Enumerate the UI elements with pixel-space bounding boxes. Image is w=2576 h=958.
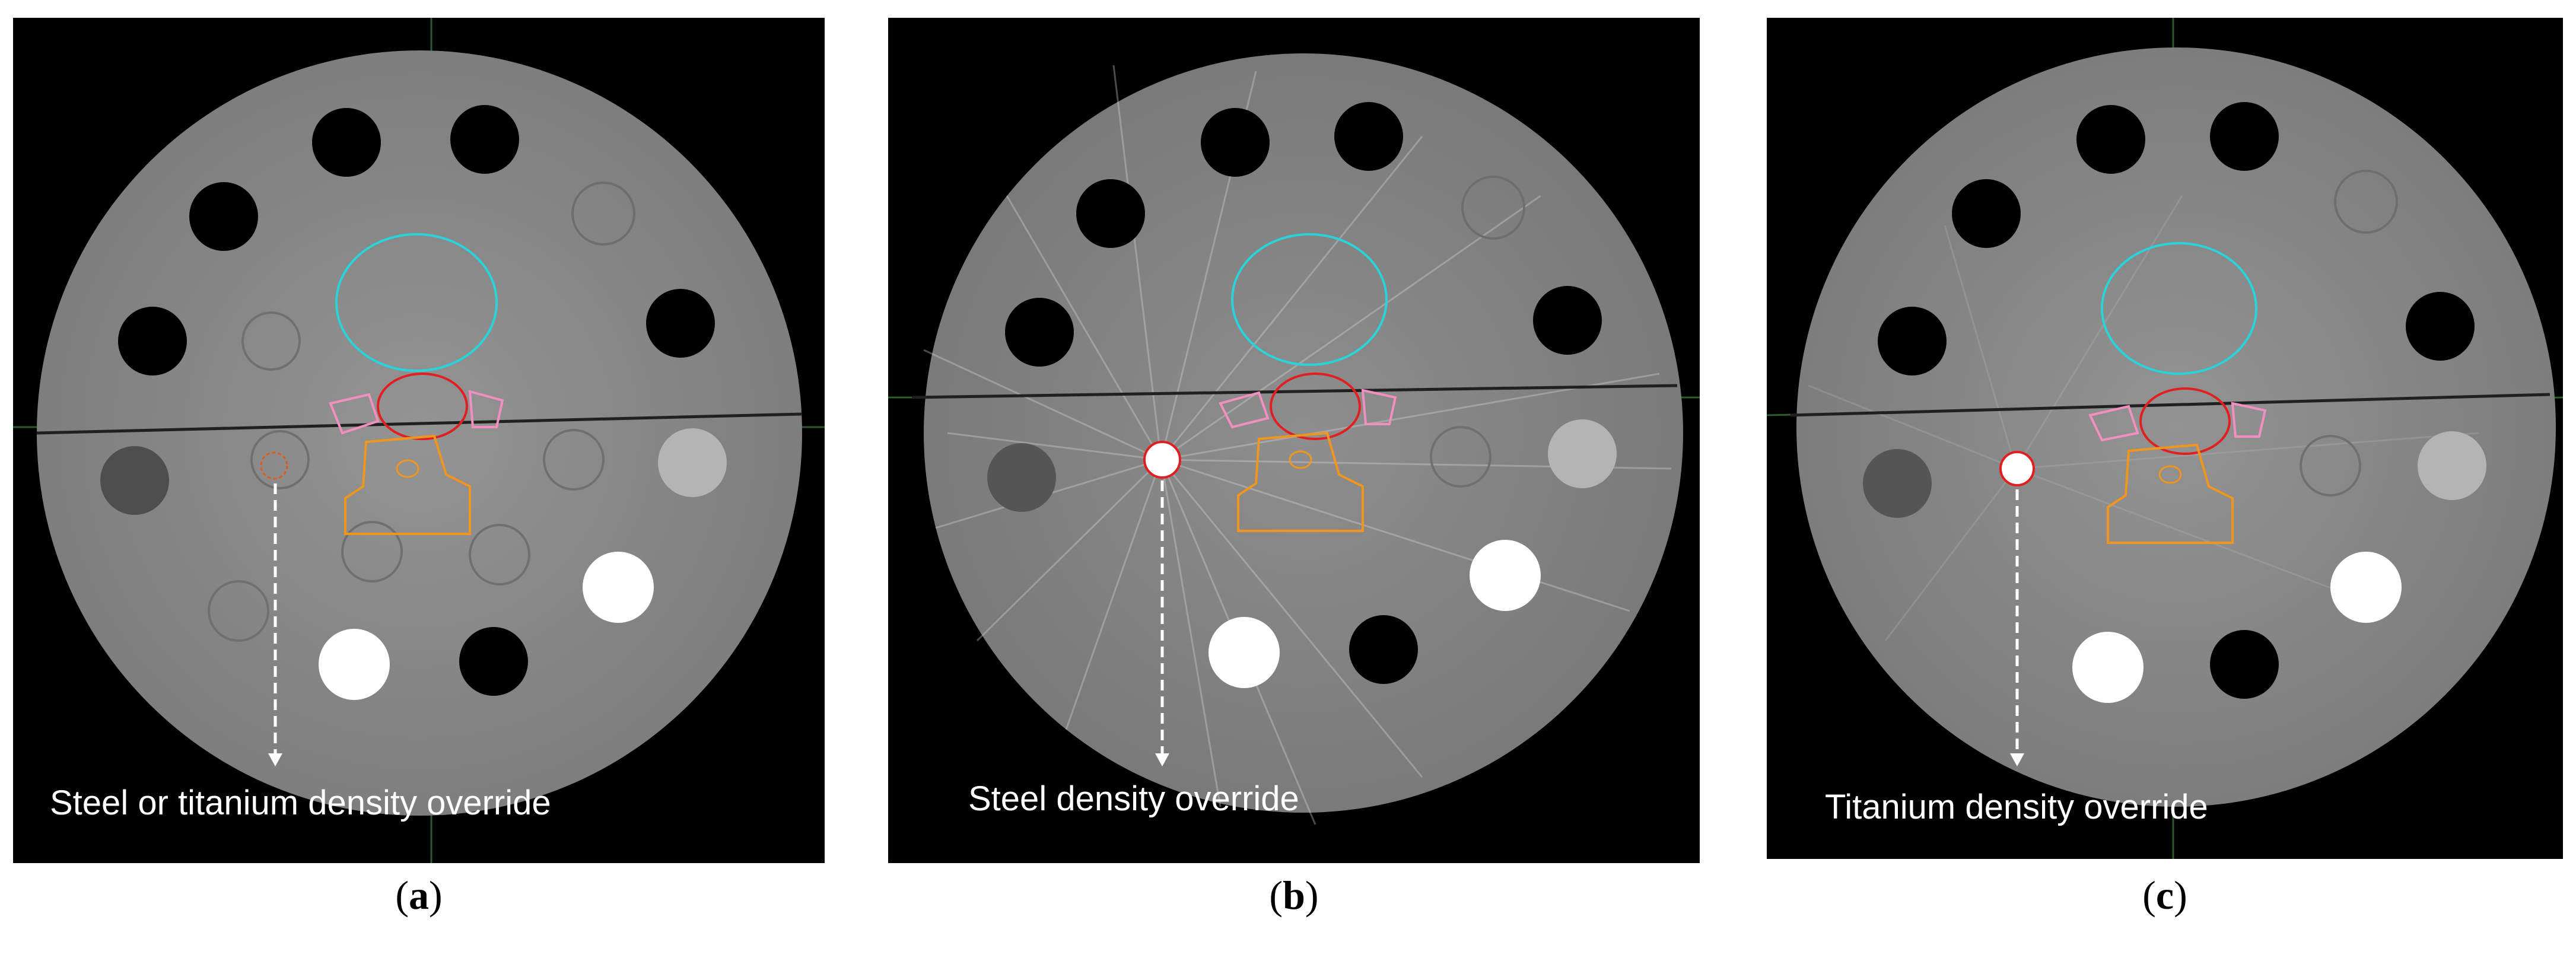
- insert-dark: [1005, 298, 1074, 367]
- ct-image-c: [1767, 18, 2563, 859]
- annotation-label-b: Steel density override: [968, 779, 1299, 818]
- implant-rod: [1143, 441, 1181, 479]
- implant-rod: [1999, 451, 2035, 486]
- insert-dark: [1878, 307, 1947, 375]
- ct-panel-b: Steel density override: [888, 18, 1700, 863]
- contour-pink-right: [1361, 389, 1397, 425]
- ct-panel-a: Steel or titanium density override: [13, 18, 825, 863]
- contour-pink-left: [329, 393, 380, 435]
- contour-orange: [1237, 431, 1364, 532]
- annotation-label-a: Steel or titanium density override: [50, 784, 551, 822]
- insert-bright: [319, 629, 390, 700]
- contour-cyan: [1231, 233, 1388, 366]
- contour-pink-right: [2231, 402, 2267, 438]
- caption-a: (a): [395, 873, 443, 918]
- insert-bright: [2330, 552, 2402, 623]
- insert-faint: [341, 521, 403, 583]
- insert-faint: [208, 580, 269, 642]
- insert-faint: [1430, 426, 1491, 488]
- streak-artifacts: [1808, 195, 2479, 641]
- contour-pink-right: [468, 390, 504, 428]
- insert-faint: [1461, 176, 1525, 240]
- insert-dark: [2076, 105, 2145, 174]
- ct-image-b: [888, 53, 1700, 825]
- annotation-arrowhead: [1155, 753, 1169, 766]
- insert-bright: [583, 552, 654, 623]
- contour-pink-left: [1219, 391, 1270, 429]
- insert-dark: [1349, 615, 1418, 684]
- contour-cyan: [2101, 242, 2257, 375]
- insert-bright: [1470, 540, 1541, 611]
- insert-faint: [2300, 435, 2361, 496]
- table-line: [36, 412, 803, 435]
- insert-bright: [2072, 632, 2144, 703]
- insert-dark: [189, 182, 258, 251]
- insert-low-density: [987, 443, 1056, 512]
- ct-panel-c: Titanium density override: [1767, 18, 2563, 859]
- contour-cyan: [335, 233, 498, 372]
- insert-faint: [2334, 170, 2398, 234]
- insert-dark: [312, 108, 381, 177]
- insert-dark: [1334, 102, 1403, 171]
- contour-orange: [344, 434, 471, 535]
- insert-faint: [469, 524, 530, 585]
- contour-orange-inner: [1289, 450, 1312, 469]
- insert-low-density: [1863, 449, 1932, 518]
- caption-b: (b): [1269, 873, 1319, 918]
- contour-red: [2139, 387, 2231, 455]
- insert-dark: [1076, 179, 1145, 248]
- contour-red: [1270, 373, 1361, 440]
- insert-low-density: [100, 446, 169, 515]
- streak-artifacts: [923, 65, 1672, 825]
- caption-c: (c): [2142, 873, 2187, 918]
- annotation-arrowhead: [2010, 753, 2024, 766]
- insert-mid-density: [2418, 431, 2486, 500]
- insert-dark: [1201, 108, 1270, 177]
- contour-pink-left: [2088, 405, 2139, 442]
- insert-dark: [459, 627, 528, 696]
- implant-contour: [260, 451, 288, 480]
- contour-orange-inner: [396, 459, 419, 478]
- annotation-label-c: Titanium density override: [1825, 788, 2208, 826]
- contour-orange: [2107, 443, 2234, 544]
- insert-mid-density: [1548, 419, 1617, 488]
- insert-dark: [450, 105, 519, 174]
- contour-orange-inner: [2158, 465, 2182, 484]
- insert-dark: [1533, 286, 1602, 355]
- insert-dark: [2406, 292, 2475, 361]
- insert-bright: [1209, 617, 1280, 688]
- insert-dark: [646, 289, 715, 358]
- insert-faint: [250, 430, 310, 489]
- annotation-arrowhead: [268, 753, 282, 766]
- insert-dark: [1952, 179, 2021, 248]
- insert-faint: [543, 429, 605, 491]
- table-line: [1790, 393, 2550, 417]
- insert-faint: [571, 182, 635, 246]
- insert-dark: [2210, 102, 2279, 171]
- insert-mid-density: [658, 428, 727, 497]
- contour-red: [377, 373, 468, 440]
- table-line: [911, 384, 1678, 399]
- insert-dark: [118, 307, 187, 375]
- insert-dark: [2210, 630, 2279, 699]
- insert-faint: [241, 311, 301, 371]
- ct-image-a: [13, 18, 825, 863]
